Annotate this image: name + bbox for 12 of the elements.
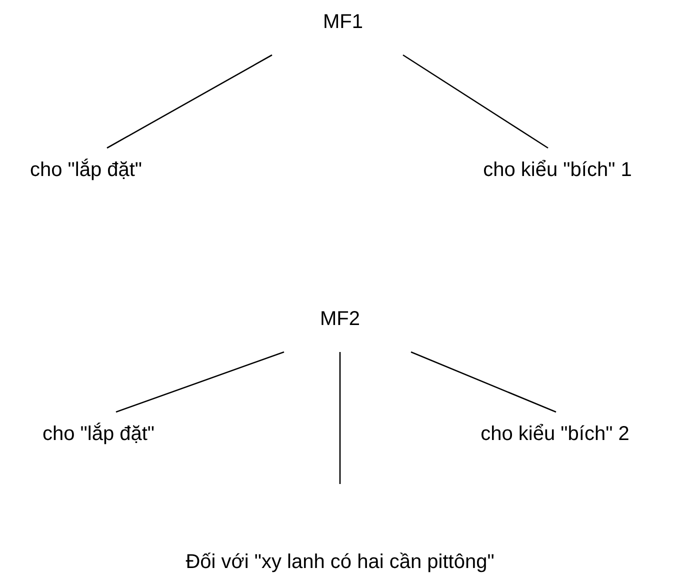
connector-line: [106, 54, 272, 149]
connector-line: [116, 351, 284, 413]
node-label: Đối với "xy lanh có hai cần pittông": [186, 550, 494, 574]
node-label: cho "lắp đặt": [42, 422, 155, 446]
connector-line: [339, 352, 341, 484]
connector-line: [402, 54, 548, 149]
node-label: cho kiểu "bích" 1: [483, 158, 632, 182]
node-label: MF1: [323, 10, 363, 34]
node-label: cho kiểu "bích" 2: [480, 422, 630, 446]
node-label: MF2: [320, 307, 360, 331]
connector-line: [410, 351, 556, 413]
node-label: cho "lắp đặt": [30, 158, 142, 182]
